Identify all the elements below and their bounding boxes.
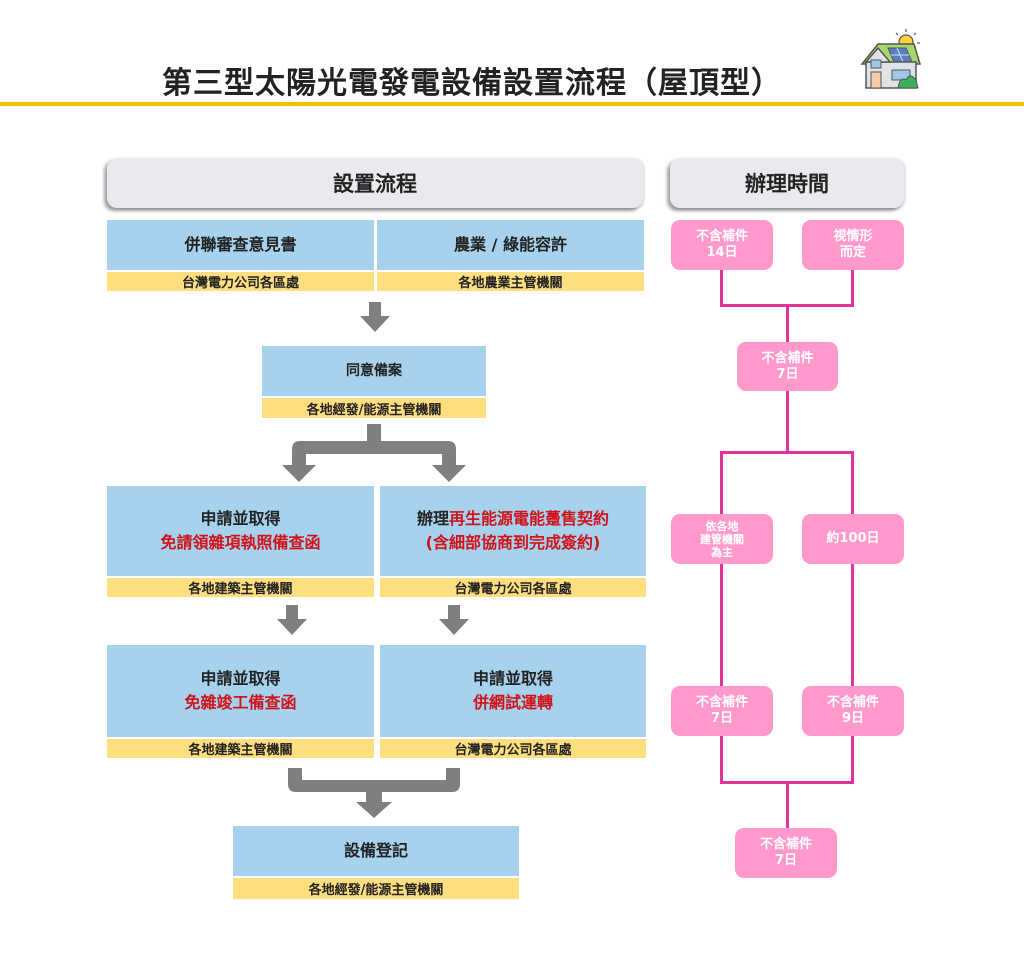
step-misc-license-exemption: 申請並取得 免請領雜項執照備查函	[107, 486, 374, 576]
agency-bar: 台灣電力公司各區處	[380, 739, 646, 758]
title-underline	[0, 102, 1024, 106]
page-title-text: 第三型太陽光電發電設備設置流程（屋頂型）	[162, 66, 782, 101]
time-value: 約100日	[826, 531, 880, 546]
step-highlight: (含細部協商到完成簽約)	[425, 533, 601, 552]
time-value: 而定	[839, 245, 866, 260]
time-label: 為主	[711, 545, 733, 559]
timeline-line	[786, 781, 789, 828]
time-value: 9日	[841, 711, 865, 726]
agency-label: 各地農業主管機關	[458, 276, 563, 291]
step-highlight: 併網試運轉	[472, 693, 553, 712]
step-equipment-registration: 設備登記	[233, 826, 519, 876]
agency-label: 各地經發/能源主管機關	[306, 402, 442, 418]
timeline-line	[720, 563, 723, 687]
agency-bar: 台灣電力公司各區處	[107, 272, 374, 291]
split-arrow-icon	[282, 424, 466, 482]
arrow-down-icon	[360, 302, 390, 332]
agency-bar: 台灣電力公司各區處	[380, 578, 646, 597]
timeline-line	[786, 390, 789, 453]
time-label: 依各地	[705, 519, 739, 533]
time-box: 依各地 建管機關 為主	[671, 514, 773, 564]
step-label: 同意備案	[346, 363, 402, 379]
timeline-line	[786, 304, 789, 342]
time-box: 視情形 而定	[802, 220, 904, 270]
step-label: 設備登記	[343, 841, 408, 860]
time-label: 建管機關	[700, 532, 744, 546]
timeline-line	[851, 563, 854, 687]
time-value: 7日	[774, 853, 798, 868]
step-label: 申請並取得	[472, 669, 553, 688]
process-header-label: 設置流程	[333, 172, 417, 196]
agency-label: 各地經發/能源主管機關	[308, 883, 444, 898]
agency-bar: 各地農業主管機關	[377, 272, 644, 291]
time-label: 不含補件	[761, 350, 814, 366]
timeline-line	[851, 451, 854, 515]
time-box: 不含補件 14日	[671, 220, 773, 270]
timeline-line	[720, 451, 854, 454]
time-value: 7日	[710, 711, 734, 726]
step-highlight: 再生能源電能躉售契約	[449, 509, 610, 528]
agency-label: 台灣電力公司各區處	[454, 582, 572, 597]
step-label: 農業 / 綠能容許	[454, 235, 567, 254]
agency-bar: 各地建築主管機關	[107, 578, 374, 597]
time-header-label: 辦理時間	[745, 172, 829, 196]
agency-bar: 各地建築主管機關	[107, 739, 374, 758]
timeline-line	[720, 270, 723, 306]
agency-bar: 各地經發/能源主管機關	[233, 878, 519, 899]
step-land-permit: 農業 / 綠能容許	[377, 220, 644, 270]
step-approval-record: 同意備案	[262, 346, 486, 396]
time-box: 約100日	[802, 514, 904, 564]
timeline-line	[720, 735, 723, 783]
step-label: 辦理	[416, 509, 449, 528]
time-box: 不含補件 7日	[737, 342, 838, 391]
time-label: 視情形	[833, 229, 873, 244]
step-grid-review: 併聯審查意見書	[107, 220, 374, 270]
time-value: 7日	[776, 366, 799, 382]
time-header: 辦理時間	[670, 158, 904, 208]
time-box: 不含補件 7日	[671, 686, 773, 736]
time-value: 14日	[706, 245, 738, 260]
time-label: 不含補件	[695, 695, 748, 710]
timeline-line	[851, 735, 854, 783]
time-label: 不含補件	[826, 695, 879, 710]
agency-label: 台灣電力公司各區處	[181, 276, 299, 291]
process-header: 設置流程	[107, 158, 643, 208]
step-highlight: 免雜竣工備查函	[184, 693, 297, 712]
agency-label: 台灣電力公司各區處	[454, 743, 572, 758]
step-power-purchase-contract: 辦理再生能源電能躉售契約 (含細部協商到完成簽約)	[380, 486, 646, 576]
time-label: 不含補件	[695, 229, 748, 244]
step-label: 申請並取得	[200, 669, 281, 688]
step-label: 申請並取得	[200, 509, 281, 528]
step-grid-trial-run: 申請並取得 併網試運轉	[380, 645, 646, 737]
agency-label: 各地建築主管機關	[188, 743, 293, 758]
time-label: 不含補件	[759, 837, 812, 852]
agency-bar: 各地經發/能源主管機關	[262, 398, 486, 418]
time-box: 不含補件 7日	[735, 828, 837, 878]
step-highlight: 免請領雜項執照備查函	[160, 533, 321, 552]
time-box: 不含補件 9日	[802, 686, 904, 736]
merge-arrow-icon	[288, 768, 460, 818]
timeline-line	[720, 451, 723, 515]
solar-house-icon	[858, 28, 922, 92]
page-title: 第三型太陽光電發電設備設置流程（屋頂型）	[0, 58, 984, 102]
step-label: 併聯審查意見書	[184, 235, 297, 254]
step-completion-record: 申請並取得 免雜竣工備查函	[107, 645, 374, 737]
arrow-down-icon	[439, 605, 469, 635]
arrow-down-icon	[277, 605, 307, 635]
agency-label: 各地建築主管機關	[188, 582, 293, 597]
timeline-line	[851, 270, 854, 306]
